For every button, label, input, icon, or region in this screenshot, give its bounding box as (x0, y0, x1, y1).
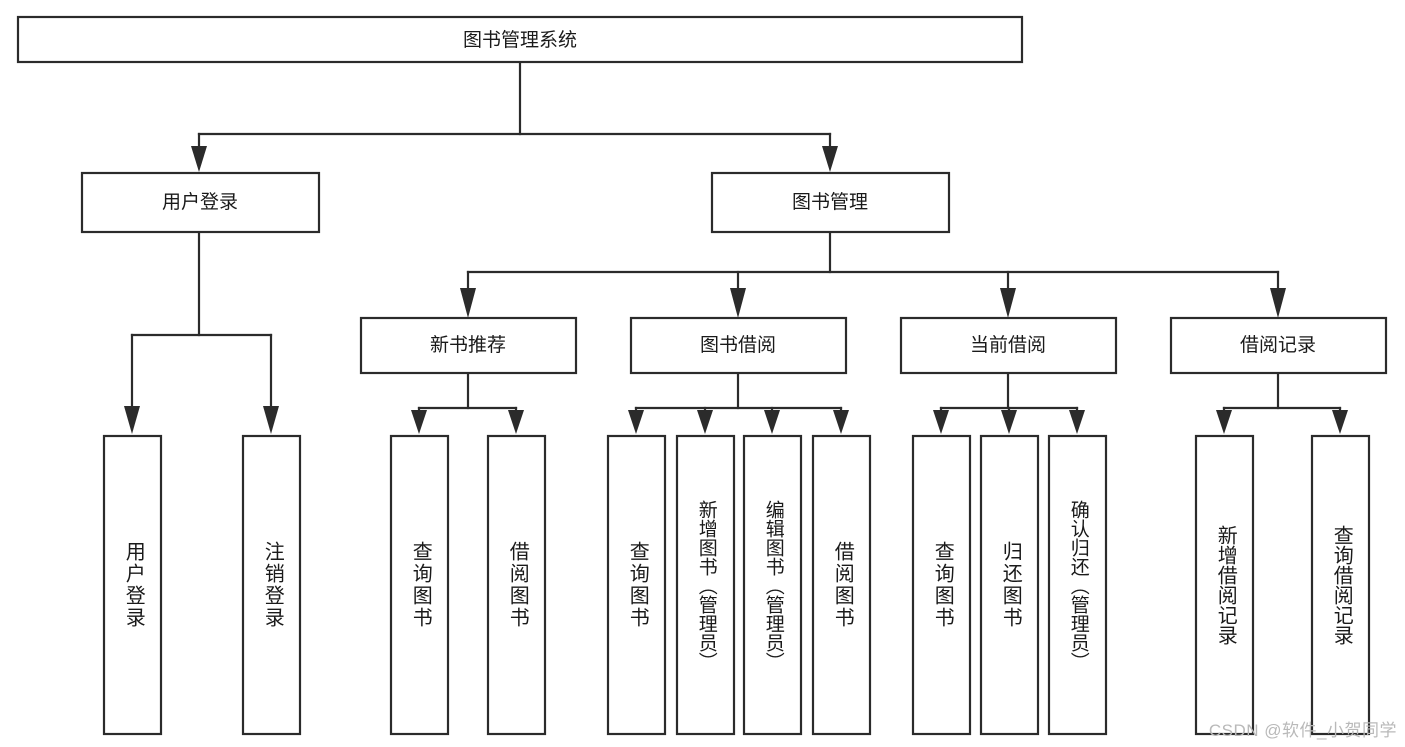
arrow-head-borrow-record (1270, 288, 1286, 318)
arrow-head-leaf-query-record (1332, 410, 1348, 434)
arrow-head-user-login (191, 146, 207, 172)
connectors (124, 60, 1348, 434)
node-box-book-management[interactable] (710, 171, 951, 234)
node-label-user-login: 用户登录 (162, 191, 238, 213)
arrow-head-book-borrow (730, 288, 746, 318)
node-box-root[interactable] (16, 15, 1024, 64)
arrow-head-leaf-add-record (1216, 410, 1232, 434)
arrow-head-leaf-query-book-3 (933, 410, 949, 434)
node-box-leaf-borrow-book-1[interactable] (486, 434, 547, 736)
arrow-head-leaf-confirm-return (1069, 410, 1085, 434)
node-label-book-borrow: 图书借阅 (700, 334, 776, 356)
node-box-leaf-query-book-2[interactable] (606, 434, 667, 736)
arrow-head-leaf-user-login (124, 406, 140, 434)
arrow-head-leaf-user-logout (263, 406, 279, 434)
arrow-head-current-borrow (1000, 288, 1016, 318)
node-box-leaf-edit-book[interactable] (742, 434, 803, 736)
node-box-leaf-borrow-book-2[interactable] (811, 434, 872, 736)
arrow-head-leaf-borrow-book-2 (833, 410, 849, 434)
node-box-leaf-query-record[interactable] (1310, 434, 1371, 736)
node-label-root: 图书管理系统 (463, 29, 577, 51)
node-box-current-borrow[interactable] (899, 316, 1118, 375)
node-box-leaf-query-book-1[interactable] (389, 434, 450, 736)
node-box-leaf-add-book[interactable] (675, 434, 736, 736)
watermark-text: CSDN @软件_小贺同学 (1208, 721, 1397, 740)
arrow-head-book-management (822, 146, 838, 172)
arrow-head-leaf-query-book-2 (628, 410, 644, 434)
arrow-head-leaf-add-book (697, 410, 713, 434)
node-box-leaf-return-book[interactable] (979, 434, 1040, 736)
node-label-borrow-record: 借阅记录 (1240, 334, 1316, 356)
node-label-current-borrow: 当前借阅 (970, 334, 1046, 356)
arrow-head-leaf-query-book-1 (411, 410, 427, 434)
node-label-new-book-recommend: 新书推荐 (430, 334, 506, 356)
node-box-leaf-query-book-3[interactable] (911, 434, 972, 736)
node-box-book-borrow[interactable] (629, 316, 848, 375)
node-label-book-management: 图书管理 (792, 191, 868, 213)
node-box-user-login[interactable] (80, 171, 321, 234)
node-box-new-book-recommend[interactable] (359, 316, 578, 375)
node-box-borrow-record[interactable] (1169, 316, 1388, 375)
arrow-head-leaf-borrow-book-1 (508, 410, 524, 434)
arrow-head-new-book-recommend (460, 288, 476, 318)
node-box-leaf-add-record[interactable] (1194, 434, 1255, 736)
node-boxes: 图书管理系统 用户登录 图书管理 新书推荐 图书借阅 当前借阅 借阅记录 (16, 15, 1388, 736)
arrow-head-leaf-return-book (1001, 410, 1017, 434)
arrow-head-leaf-edit-book (764, 410, 780, 434)
node-box-leaf-user-login[interactable] (102, 434, 163, 736)
node-box-leaf-confirm-return[interactable] (1047, 434, 1108, 736)
node-box-leaf-user-logout[interactable] (241, 434, 302, 736)
